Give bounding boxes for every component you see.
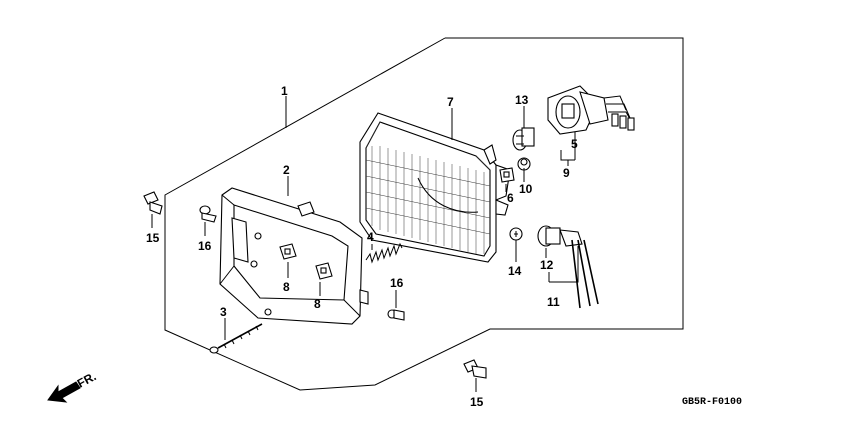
label-part-9: 9 [563,166,570,180]
leader-lines [151,96,579,392]
headlight-unit [359,112,511,263]
label-part-8b: 8 [314,297,321,311]
adjusting-screw-3 [209,323,263,354]
label-part-12: 12 [540,258,554,272]
label-part-16b: 16 [390,276,404,290]
screw-16b [387,309,405,321]
screw-16a [199,205,217,223]
label-part-1: 1 [281,84,288,98]
label-part-8a: 8 [283,280,290,294]
label-part-16a: 16 [198,239,212,253]
label-part-11: 11 [547,295,560,309]
label-part-14: 14 [508,264,522,278]
adjusting-spring-4 [365,242,403,264]
diagram-code: GB5R-F0100 [682,397,742,408]
label-part-6: 6 [507,191,514,205]
label-part-2: 2 [283,163,290,177]
label-part-10: 10 [519,182,533,196]
label-part-7: 7 [447,95,454,109]
bolt-15b [463,359,487,379]
label-part-15b: 15 [470,395,484,409]
front-direction-arrow-icon [47,381,81,403]
headlight-socket [547,85,635,135]
label-part-5: 5 [571,137,578,151]
position-bulb-14 [509,227,523,241]
assembly-boundary [164,37,684,391]
label-part-3: 3 [220,305,227,319]
headlight-bulb [512,127,535,151]
label-part-15a: 15 [146,231,160,245]
label-part-4: 4 [367,230,374,244]
clip-nut-8b [315,262,333,280]
rubber-cap-10 [517,157,531,171]
spring-clip-6 [499,167,515,183]
position-socket-11 [537,225,599,309]
clip-nut-8a [279,243,297,260]
bolt-15a [143,191,163,215]
label-part-13: 13 [515,93,529,107]
